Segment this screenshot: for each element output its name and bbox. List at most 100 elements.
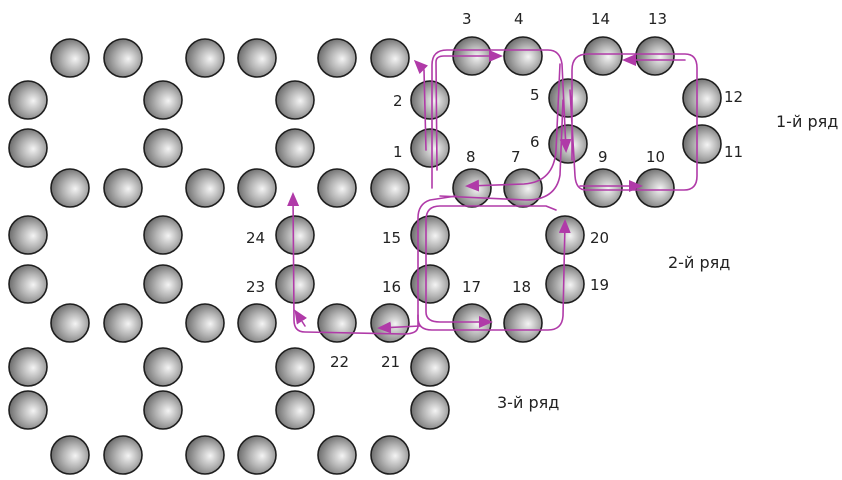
bead (370, 38, 410, 78)
bead-number-7: 7 (511, 148, 521, 166)
row-label-3: 3-й ряд (497, 393, 559, 412)
bead (8, 128, 48, 168)
bead (237, 168, 277, 208)
bead-number-15: 15 (382, 229, 401, 247)
bead-number-21: 21 (381, 353, 400, 371)
bead (370, 168, 410, 208)
thread-row3-path (287, 192, 419, 335)
bead-number-19: 19 (590, 276, 609, 294)
bead (103, 168, 143, 208)
bead (8, 80, 48, 120)
bead (410, 347, 450, 387)
bead-number-2: 2 (393, 92, 403, 110)
bead (370, 435, 410, 475)
bead-number-5: 5 (530, 86, 540, 104)
bead-number-14: 14 (591, 10, 610, 28)
bead (275, 390, 315, 430)
bead (410, 80, 450, 120)
bead (8, 347, 48, 387)
row-label-2: 2-й ряд (668, 253, 730, 272)
bead (143, 264, 183, 304)
bead-number-17: 17 (462, 278, 481, 296)
bead-number-13: 13 (648, 10, 667, 28)
bead (370, 303, 410, 343)
bead (452, 168, 492, 208)
bead (275, 264, 315, 304)
bead (635, 36, 675, 76)
bead (682, 78, 722, 118)
thread-row3-tail (294, 309, 307, 327)
bead (237, 303, 277, 343)
bead-number-6: 6 (530, 133, 540, 151)
bead (8, 215, 48, 255)
bead-number-9: 9 (598, 148, 608, 166)
thread-row1-return (435, 50, 503, 171)
bead (583, 168, 623, 208)
bead (317, 168, 357, 208)
bead (275, 347, 315, 387)
bead (317, 435, 357, 475)
bead (317, 38, 357, 78)
bead (103, 303, 143, 343)
thread-row2-inner (425, 205, 557, 328)
row-labels: 1-й ряд 2-й ряд 3-й ряд (497, 112, 838, 412)
bead (50, 168, 90, 208)
bead-number-16: 16 (382, 278, 401, 296)
bead (452, 303, 492, 343)
thread-row1-right-loop (569, 53, 698, 191)
bead (410, 215, 450, 255)
thread-path (287, 49, 698, 335)
bead-number-11: 11 (724, 143, 743, 161)
bead-number-4: 4 (514, 10, 524, 28)
thread-row1-inner (465, 63, 561, 192)
bead-number-10: 10 (646, 148, 665, 166)
bead (410, 128, 450, 168)
bead (682, 124, 722, 164)
bead-number-labels: 1 2 3 4 5 6 7 8 9 10 11 12 13 14 15 16 1… (246, 10, 743, 371)
bead (583, 36, 623, 76)
bead-number-3: 3 (462, 10, 472, 28)
bead (8, 264, 48, 304)
bead (275, 128, 315, 168)
bead (143, 128, 183, 168)
thread-row2-loop (417, 195, 571, 331)
bead-number-1: 1 (393, 143, 403, 161)
bead-number-23: 23 (246, 278, 265, 296)
bead-number-24: 24 (246, 229, 265, 247)
thread-row1-return2 (439, 99, 564, 201)
bead (50, 435, 90, 475)
bead (143, 390, 183, 430)
bead (185, 38, 225, 78)
bead (503, 168, 543, 208)
bead (185, 303, 225, 343)
thread-row1-loop (431, 49, 572, 189)
bead-number-22: 22 (330, 353, 349, 371)
bead (50, 303, 90, 343)
bead (143, 80, 183, 120)
bead (410, 264, 450, 304)
thread-row3-inner (377, 321, 421, 334)
bead (185, 168, 225, 208)
bead-number-18: 18 (512, 278, 531, 296)
bead (545, 264, 585, 304)
bead (237, 38, 277, 78)
bead (548, 78, 588, 118)
bead (317, 303, 357, 343)
bead (275, 215, 315, 255)
bead-grid (8, 36, 722, 475)
bead (410, 390, 450, 430)
bead (275, 80, 315, 120)
bead (503, 303, 543, 343)
bead (143, 347, 183, 387)
bead (185, 435, 225, 475)
thread-row1-up (413, 59, 429, 151)
bead (103, 38, 143, 78)
bead-number-12: 12 (724, 88, 743, 106)
bead (143, 215, 183, 255)
bead-number-20: 20 (590, 229, 609, 247)
bead (503, 36, 543, 76)
row-label-1: 1-й ряд (776, 112, 838, 131)
bead (635, 168, 675, 208)
bead-number-8: 8 (466, 148, 476, 166)
